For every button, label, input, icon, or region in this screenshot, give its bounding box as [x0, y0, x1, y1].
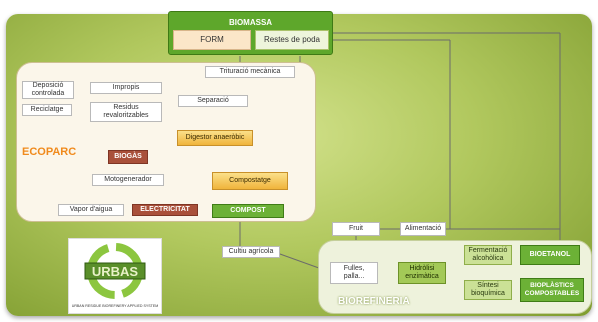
biorefineria-label: BIOREFINERIA: [338, 296, 410, 307]
vapor-box: Vapor d'aigua: [58, 204, 124, 216]
deposicio-box: Deposició controlada: [22, 81, 74, 99]
svg-text:URBAN RESIDUE BIOREFINERY APPL: URBAN RESIDUE BIOREFINERY APPLIED SYSTEM: [72, 304, 159, 308]
sintesi-box: Síntesi bioquímica: [464, 280, 512, 300]
fulles-box: Fulles, palla...: [330, 262, 378, 284]
compostatge-box: Compostatge: [212, 172, 288, 190]
electricitat-box: ELECTRICITAT: [132, 204, 198, 216]
ecoparc-label: ECOPARC: [22, 146, 77, 158]
svg-text:URBAS: URBAS: [92, 264, 139, 279]
biomassa-title: BIOMASSA: [228, 18, 273, 27]
biogas-box: BIOGÀS: [108, 150, 148, 164]
compost-box: COMPOST: [212, 204, 284, 218]
fermentacio-box: Fermentació alcohòlica: [464, 245, 512, 265]
alimentacio-box: Alimentació: [400, 222, 446, 236]
reciclatge-box: Reciclatge: [22, 104, 72, 116]
restes-de-poda-box: Restes de poda: [255, 30, 329, 50]
trituracio-box: Trituració mecànica: [205, 66, 295, 78]
urbas-logo: URBAS URBAN RESIDUE BIOREFINERY APPLIED …: [68, 238, 162, 314]
motogenerador-box: Motogenerador: [92, 174, 164, 186]
fruit-box: Fruit: [332, 222, 380, 236]
hidrolisi-box: Hidròlisi enzimàtica: [398, 262, 446, 284]
digestor-box: Digestor anaeròbic: [177, 130, 253, 146]
form-box: FORM: [173, 30, 251, 50]
bioplastics-box: BIOPLÀSTICS COMPOSTABLES: [520, 278, 584, 302]
bioetanol-box: BIOETANOL: [520, 245, 580, 265]
recycle-icon: URBAS URBAN RESIDUE BIOREFINERY APPLIED …: [72, 243, 159, 308]
separacio-box: Separació: [178, 95, 248, 107]
residus-box: Residus revaloritzables: [90, 102, 162, 122]
cultiu-agricola-box: Cultiu agrícola: [222, 246, 280, 258]
impropis-box: Impropis: [90, 82, 162, 94]
